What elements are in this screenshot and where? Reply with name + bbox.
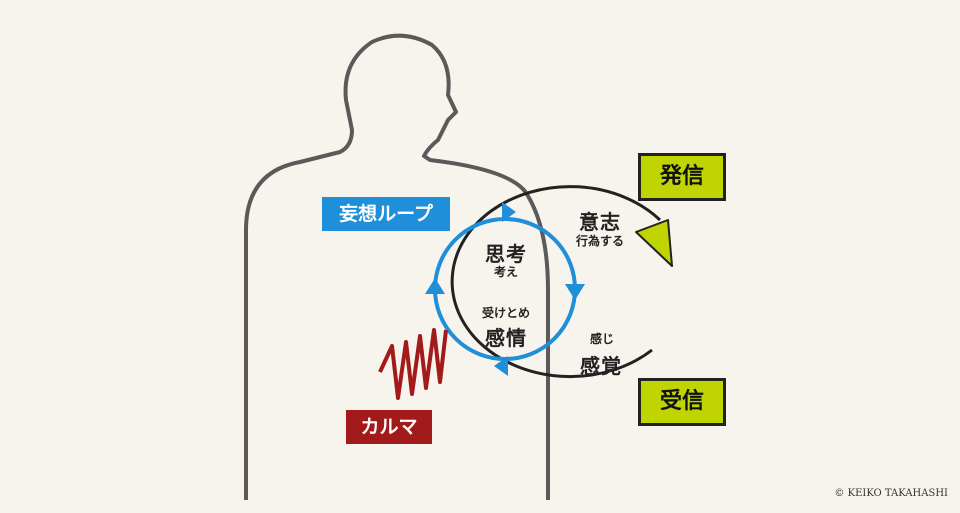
koui-suru-label: 行為する (575, 234, 624, 248)
blue-arrow-right (565, 284, 585, 300)
outer-loop (450, 185, 662, 379)
jushin-label: 受信 (638, 378, 726, 426)
kanji-label: 感じ (589, 332, 614, 346)
copyright-text: © KEIKO TAKAHASHI (834, 488, 948, 499)
kankaku-label: 感覚 (580, 354, 622, 378)
human-silhouette (244, 33, 550, 500)
outer-loop-arrowhead (635, 219, 673, 267)
blue-arrow-bottom (494, 356, 508, 376)
blue-arrow-top (502, 202, 516, 222)
mousou-loop-label: 妄想ループ (322, 197, 450, 231)
ishi-label: 意志 (579, 210, 621, 234)
karma-label: カルマ (346, 410, 432, 444)
uketome-label: 受けとめ (481, 306, 530, 320)
kangae-label: 考え (493, 265, 518, 279)
karma-zigzag (378, 328, 448, 400)
blue-arrow-left (425, 278, 445, 294)
shikou-label: 思考 (485, 242, 527, 266)
hasshin-label: 発信 (638, 153, 726, 201)
kanjou-label: 感情 (485, 326, 527, 350)
